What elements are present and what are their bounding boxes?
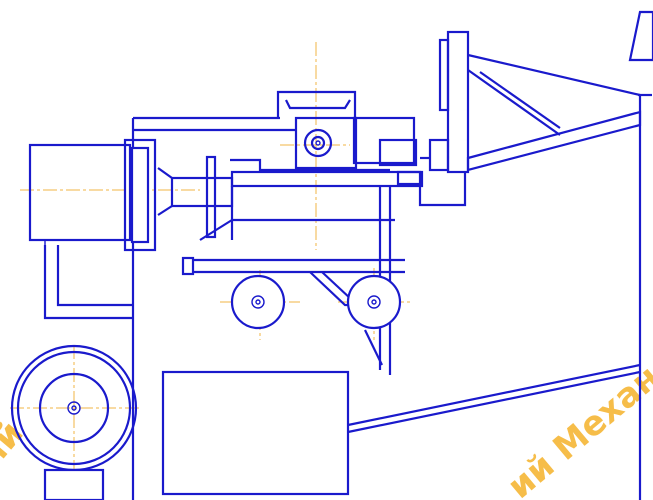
axis-lines xyxy=(10,42,410,470)
motor-housing xyxy=(28,138,157,320)
wheel-right xyxy=(346,274,402,330)
control-box xyxy=(161,370,350,496)
vertical-plate xyxy=(418,30,470,207)
hopper xyxy=(466,53,642,172)
tool-head xyxy=(230,90,418,172)
watermark-text-left: ий xyxy=(0,414,32,476)
bottom-ramp xyxy=(347,363,641,434)
wheel-left xyxy=(230,274,286,330)
bottom-pulley xyxy=(10,344,138,500)
spindle xyxy=(157,155,424,240)
